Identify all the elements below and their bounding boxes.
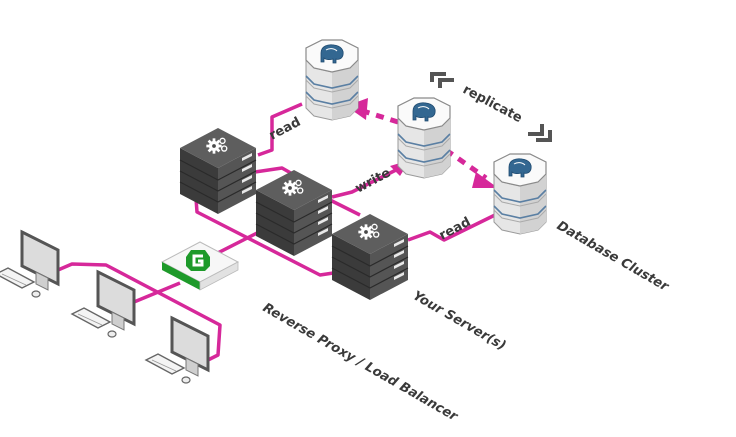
db-replica-right[interactable]	[493, 153, 547, 235]
arrow-to-right-db	[472, 172, 498, 188]
reverse-proxy[interactable]	[160, 241, 240, 291]
proxy-logo-icon	[186, 250, 210, 271]
link-read-top	[257, 102, 303, 157]
db-primary[interactable]	[397, 97, 451, 179]
server-1[interactable]	[180, 128, 256, 214]
client-3[interactable]	[144, 316, 210, 385]
link-write	[331, 166, 401, 199]
link-client2	[133, 281, 181, 304]
link-server2-server3	[329, 198, 361, 217]
label-read-right: read	[437, 215, 473, 244]
label-database-cluster: Database Cluster	[554, 218, 672, 295]
client-2[interactable]	[70, 270, 136, 339]
server-2[interactable]	[256, 170, 332, 256]
replicate-brackets	[430, 72, 552, 142]
label-write: write	[353, 165, 394, 196]
link-client1	[57, 262, 222, 362]
label-servers: Your Server(s)	[410, 288, 508, 353]
server-3[interactable]	[332, 214, 408, 300]
client-1[interactable]	[0, 230, 60, 299]
label-replicate: replicate	[460, 82, 525, 126]
label-reverse-proxy: Reverse Proxy / Load Balancer	[260, 300, 461, 425]
link-read-right	[407, 213, 496, 242]
db-replica-top[interactable]	[305, 39, 359, 121]
